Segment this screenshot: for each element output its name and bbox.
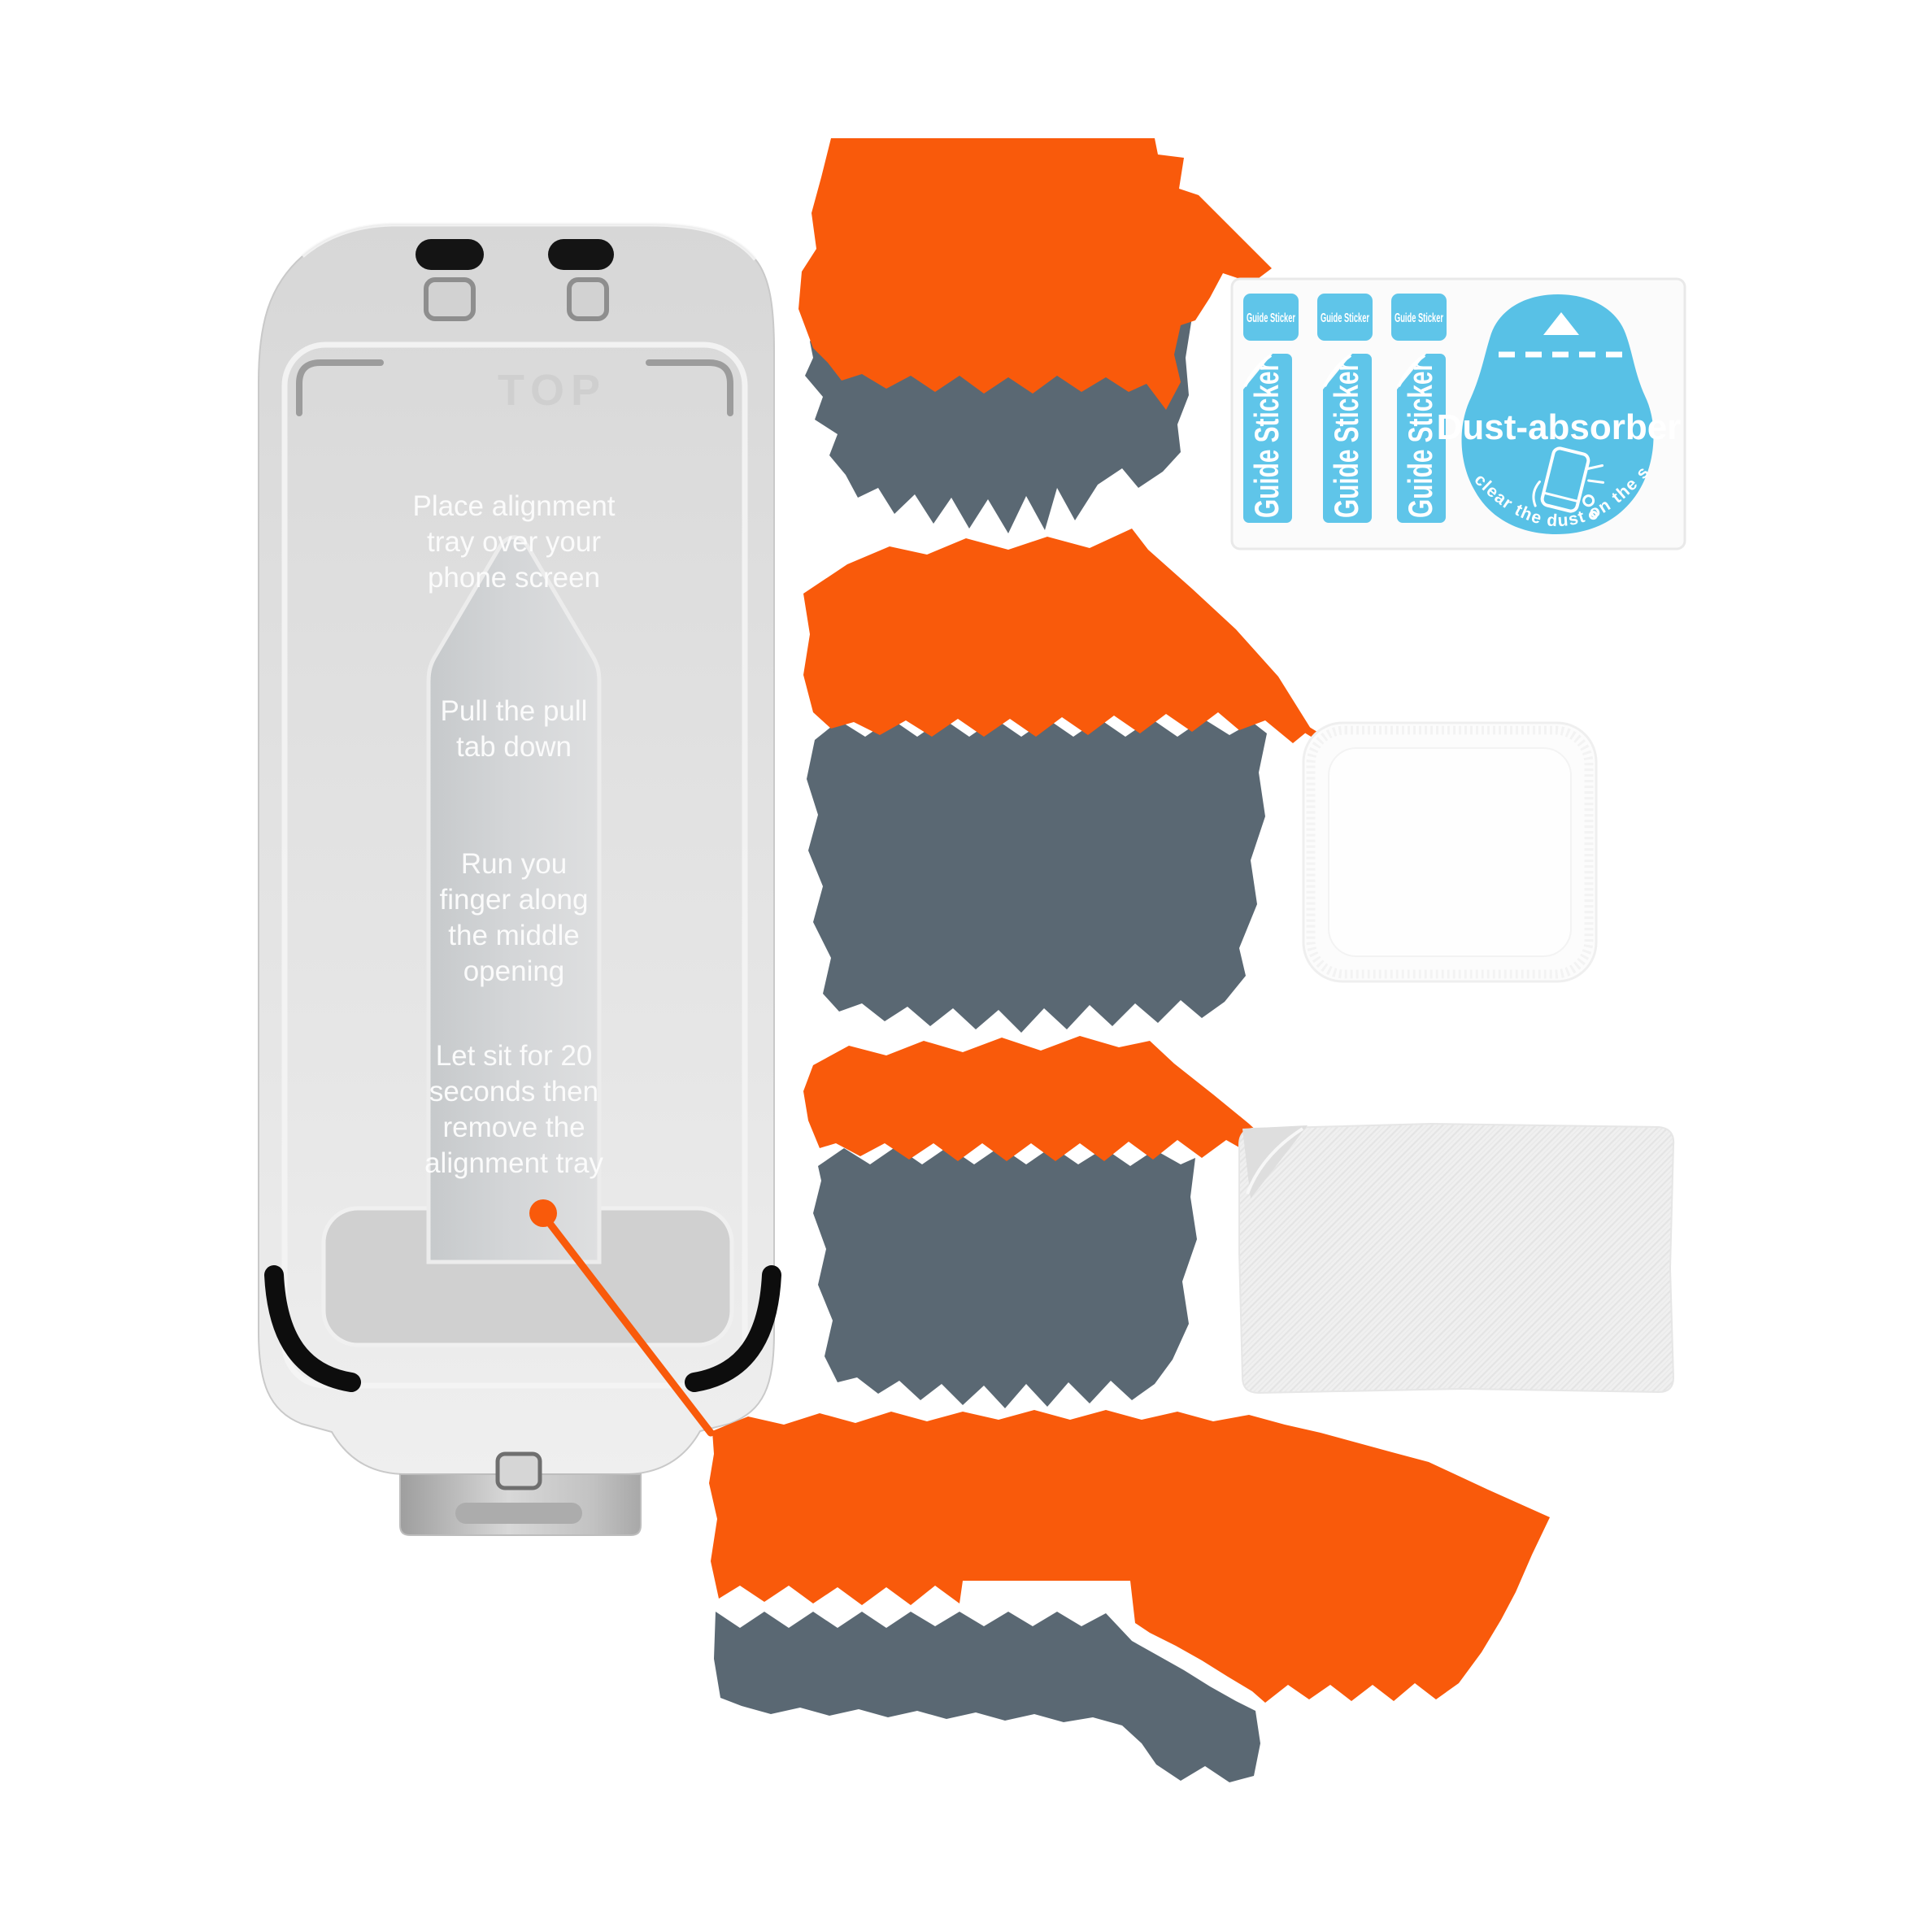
heading-blob-1	[798, 138, 1272, 410]
tray-instruction-4-line-4: alignment tray	[424, 1147, 603, 1179]
guide-sticker-strip-1-label: Guide Sticker	[1247, 362, 1286, 518]
sticker-fold-corner-3	[1397, 354, 1426, 389]
guide-sticker-strip-3: Guide Sticker	[1397, 354, 1446, 523]
tray-instruction-3-line-2: finger along	[440, 884, 589, 916]
guide-sticker-square-2-label: Guide Sticker	[1321, 311, 1369, 325]
tray-top-hole-left	[424, 277, 476, 321]
sticker-fold-line-3	[1397, 354, 1426, 387]
guide-sticker-square-2: Guide Sticker	[1317, 294, 1373, 341]
wet-wipe-packet	[1302, 721, 1598, 983]
tray-inner-rim	[281, 342, 748, 1389]
dust-absorber-title: Dust-absorber	[1437, 407, 1682, 447]
tray-corner-hook-right-icon	[646, 359, 733, 416]
tray-instruction-4-line-2: seconds then	[429, 1076, 598, 1107]
alignment-tray: TOP Place alignment tray over your phone…	[258, 222, 781, 1536]
tray-instruction-3-line-4: opening	[463, 955, 565, 987]
tray-top-hole-right	[567, 277, 609, 321]
heading-blob-3	[803, 1036, 1268, 1161]
guide-sticker-strip-3-label: Guide Sticker	[1401, 362, 1439, 518]
tray-corner-hook-left-icon	[296, 359, 384, 416]
cloth-fold-corner	[1242, 1125, 1308, 1199]
dust-absorber-triangle-icon	[1543, 312, 1579, 335]
heading-blob-4	[709, 1410, 1550, 1703]
guide-sticker-square-3: Guide Sticker	[1391, 294, 1447, 341]
tray-top-slot-left	[416, 239, 484, 270]
callout-dot-4	[529, 1199, 557, 1227]
body-blob-3	[813, 1147, 1197, 1408]
tray-instruction-2-line-1: Pull the pull	[441, 695, 588, 727]
tray-instruction-4-line-3: remove the	[442, 1112, 585, 1143]
callout-section-3	[803, 1036, 1336, 1408]
guide-sticker-square-1: Guide Sticker	[1243, 294, 1299, 341]
pull-tab-slot	[455, 1503, 582, 1524]
body-blob-2	[807, 719, 1267, 1033]
tray-instruction-2-line-2: tab down	[456, 731, 572, 763]
heading-blob-2	[803, 529, 1311, 743]
tray-instruction-1-line-1: Place alignment	[412, 490, 615, 522]
guide-sticker-strip-1: Guide Sticker	[1243, 354, 1292, 523]
tray-instruction-1-line-2: tray over your	[427, 526, 601, 558]
cloth-body	[1238, 1122, 1675, 1395]
tray-instruction-3-line-3: the middle	[448, 920, 579, 951]
tray-bottom-cutout-right	[685, 1265, 781, 1392]
callout-section-4	[529, 1199, 1550, 1782]
microfiber-cloth	[1238, 1122, 1675, 1395]
callout-section-1	[798, 138, 1338, 533]
tray-top-highlight	[301, 222, 757, 261]
wipe-packet-inner	[1328, 747, 1572, 957]
sticker-fold-line-1	[1243, 354, 1273, 387]
wipe-packet-crimp-edge	[1306, 725, 1594, 979]
callout-section-2	[803, 529, 1373, 1033]
tray-top-marking: TOP	[498, 366, 607, 415]
tray-instruction-2: Pull the pull tab down	[441, 695, 588, 763]
cloth-fold-highlight	[1246, 1127, 1304, 1194]
guide-sticker-square-3-bg	[1391, 294, 1447, 341]
guide-sticker-strip-2: Guide Sticker	[1323, 354, 1372, 523]
body-blob-4	[714, 1612, 1260, 1782]
guide-sticker-square-2-bg	[1317, 294, 1373, 341]
phone-cleaning-icon	[1532, 446, 1605, 520]
guide-sticker-strip-2-bg	[1323, 354, 1372, 523]
sticker-fold-line-2	[1323, 354, 1352, 387]
tray-top-slot-right	[548, 239, 614, 270]
guide-sticker-square-3-label: Guide Sticker	[1395, 311, 1443, 325]
guide-sticker-strip-3-bg	[1397, 354, 1446, 523]
tray-instruction-4-line-1: Let sit for 20	[436, 1040, 593, 1072]
tray-instruction-1-line-3: phone screen	[428, 562, 600, 594]
tray-instruction-3: Run you finger along the middle opening	[440, 848, 589, 987]
tray-middle-channel	[426, 535, 602, 1264]
callout-line-4	[539, 1211, 715, 1437]
sticker-fold-corner-1	[1243, 354, 1273, 389]
tray-bottom-cutout-left	[264, 1265, 361, 1392]
pull-tab-hole	[495, 1451, 542, 1490]
tray-instruction-1: Place alignment tray over your phone scr…	[412, 490, 615, 594]
guide-sticker-square-1-label: Guide Sticker	[1247, 311, 1295, 325]
guide-sticker-square-1-bg	[1243, 294, 1299, 341]
guide-sticker-strip-2-label: Guide Sticker	[1327, 362, 1365, 518]
tray-instruction-3-line-1: Run you	[461, 848, 567, 880]
guide-sticker-strip-1-bg	[1243, 354, 1292, 523]
tray-instruction-4: Let sit for 20 seconds then remove the a…	[424, 1040, 603, 1179]
sticker-fold-corner-2	[1323, 354, 1352, 389]
